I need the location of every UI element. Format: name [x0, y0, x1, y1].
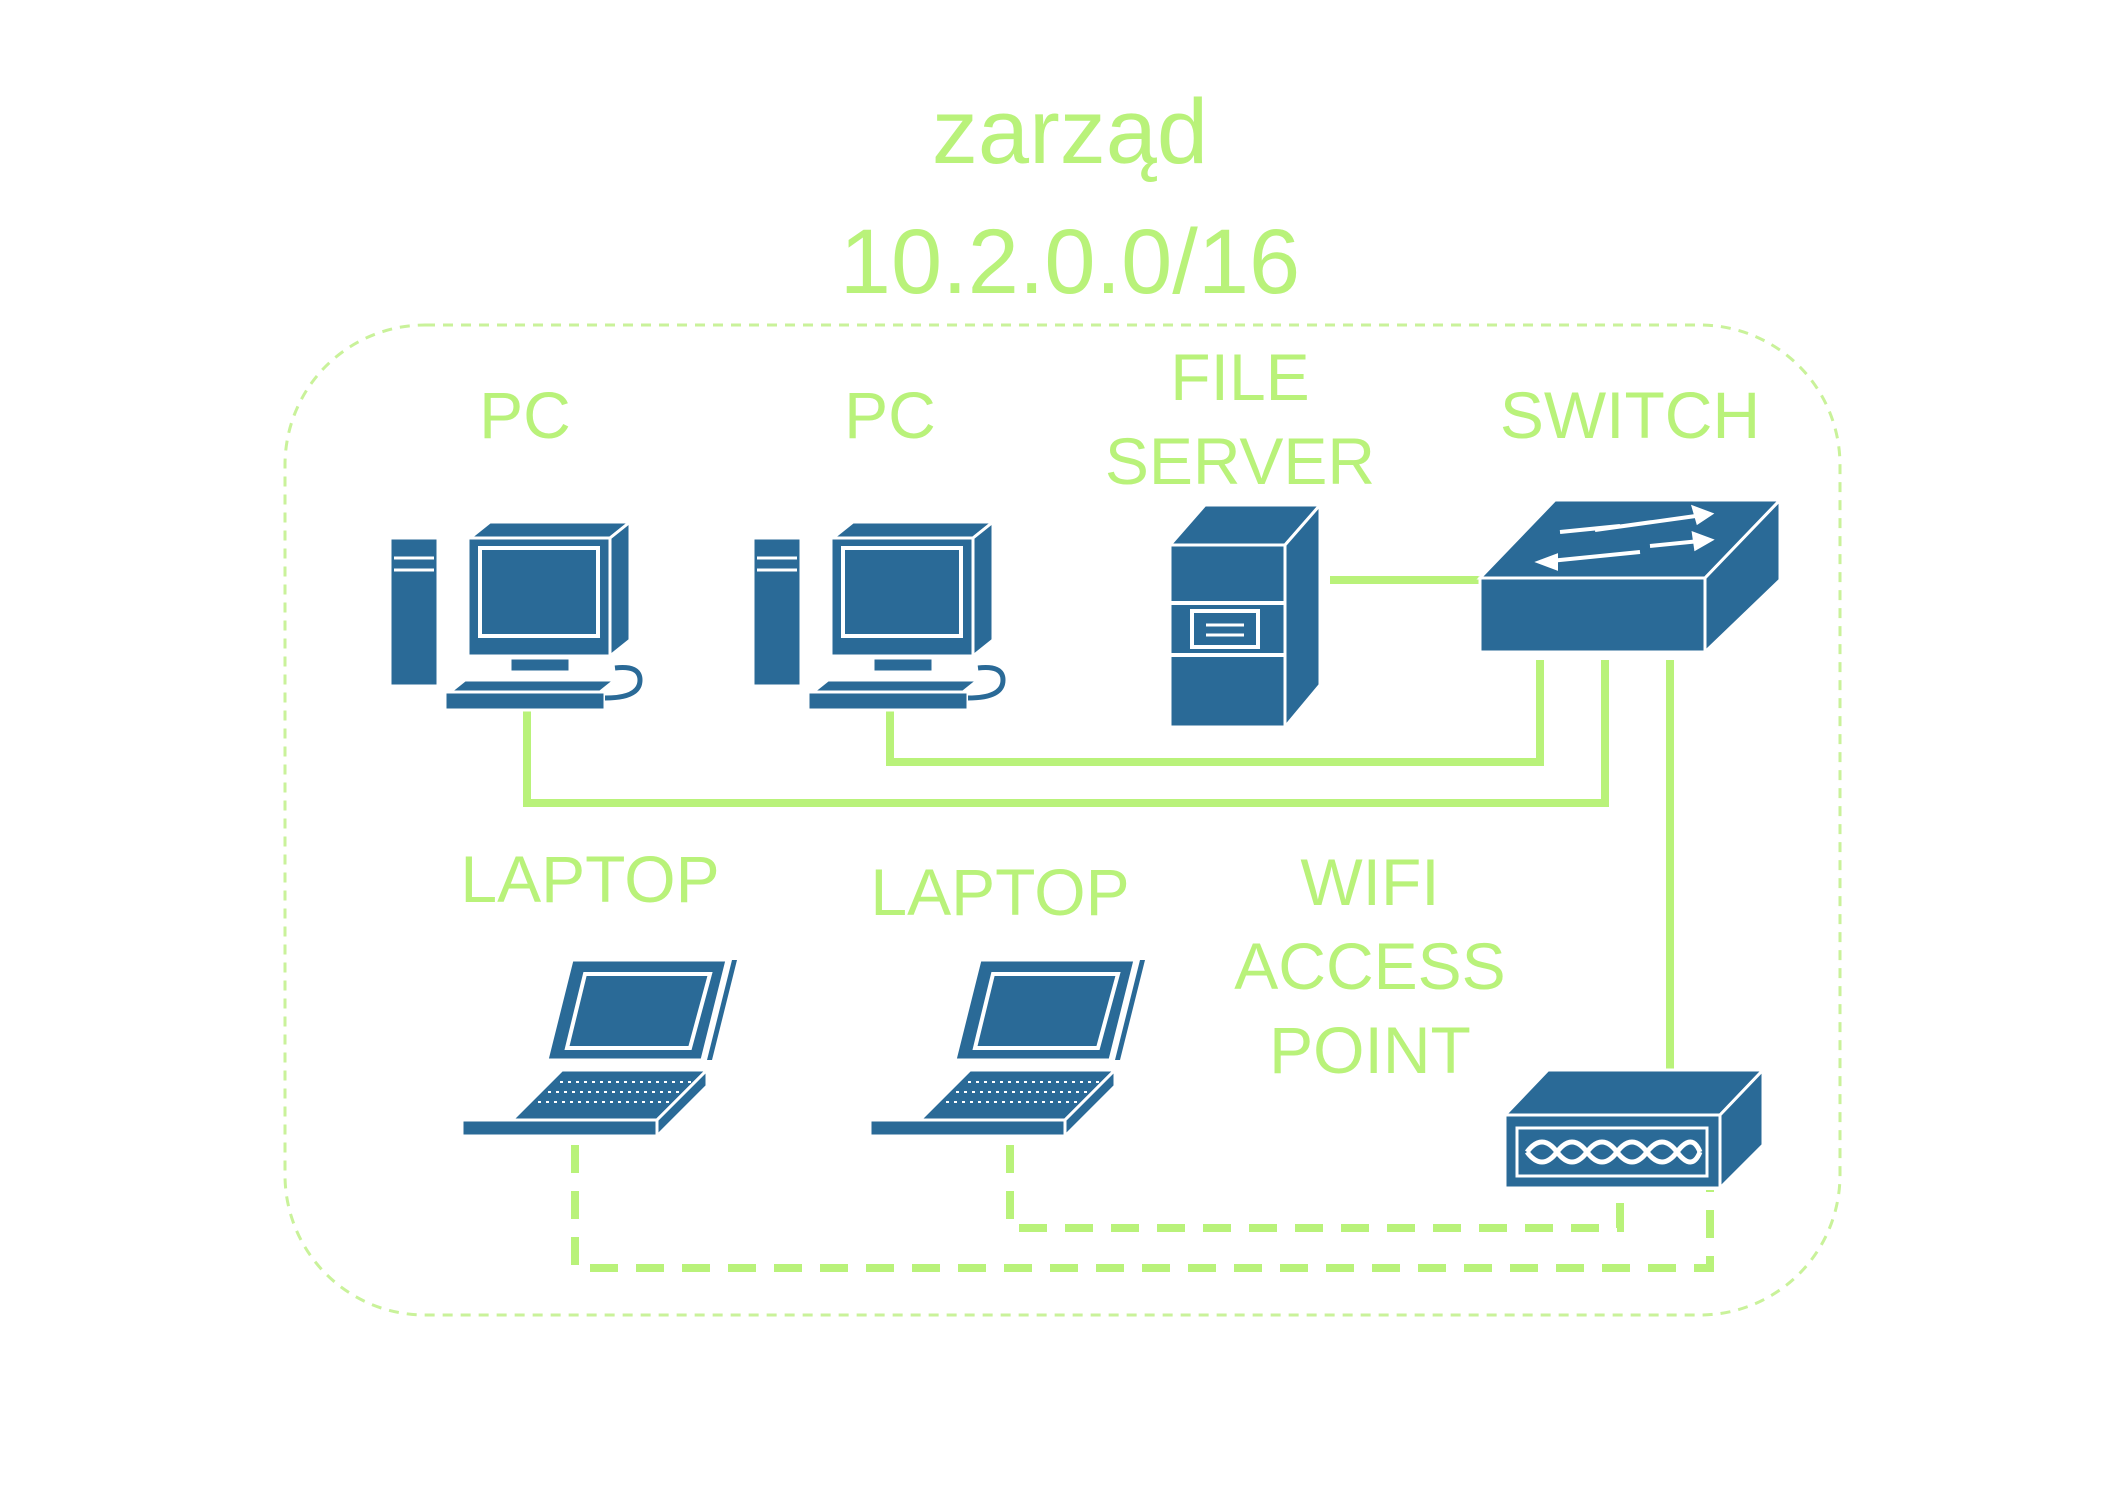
- switch-icon: [1476, 496, 1784, 656]
- file-server-label-line1: FILE: [1170, 340, 1310, 414]
- link-pc1-switch: [523, 660, 1609, 807]
- file-server-icon: [1166, 501, 1324, 732]
- pc2-label: PC: [844, 378, 936, 452]
- wifi-access-point-label: WIFI ACCESS POINT: [1205, 840, 1535, 1092]
- laptop1-label: LAPTOP: [460, 842, 720, 916]
- file-server-label: FILE SERVER: [1080, 335, 1400, 503]
- switch-label: SWITCH: [1499, 378, 1761, 452]
- zone-name: zarząd: [931, 81, 1209, 183]
- wifi-access-point-label-line3: POINT: [1269, 1013, 1471, 1087]
- laptop-icon: [868, 958, 1145, 1140]
- wireless-link-laptop1: [571, 1145, 1714, 1272]
- network-zone-boundary: [283, 323, 1842, 1317]
- wifi-access-point-label-line2: ACCESS: [1234, 929, 1506, 1003]
- wifi-access-point-label-line1: WIFI: [1300, 845, 1440, 919]
- access-point-icon: [1501, 1066, 1767, 1192]
- laptop2-label: LAPTOP: [870, 855, 1130, 929]
- laptop-icon: [460, 958, 737, 1140]
- pc-icon: [751, 518, 1006, 712]
- wired-links: [523, 576, 1674, 1075]
- file-server-label-line2: SERVER: [1104, 424, 1376, 498]
- wireless-links: [571, 1145, 1714, 1272]
- link-pc2-switch: [886, 660, 1544, 766]
- pc-icon: [388, 518, 643, 712]
- wireless-link-laptop2: [1006, 1145, 1624, 1232]
- zone-subnet: 10.2.0.0/16: [839, 211, 1301, 313]
- pc1-label: PC: [479, 378, 571, 452]
